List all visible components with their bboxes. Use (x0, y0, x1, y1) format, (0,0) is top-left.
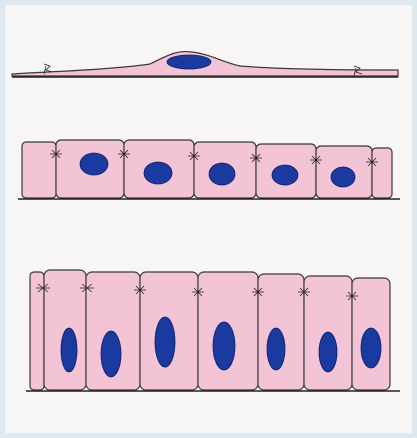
columnar-cell (44, 270, 86, 390)
squamous-nucleus (167, 55, 211, 69)
cuboidal-epithelium-row (18, 140, 400, 199)
columnar-nucleus (267, 328, 285, 370)
figure-canvas: .cyt { fill: #f2c4d6; stroke: #3a3a3a; s… (5, 5, 412, 433)
cuboidal-nucleus (209, 163, 235, 185)
columnar-nucleus (155, 317, 175, 367)
columnar-nucleus (213, 322, 235, 370)
epithelium-illustration: .cyt { fill: #f2c4d6; stroke: #3a3a3a; s… (5, 5, 412, 433)
cuboidal-nucleus (80, 153, 108, 175)
cuboidal-nucleus (331, 167, 355, 187)
cuboidal-nucleus (272, 165, 298, 185)
columnar-epithelium-row (26, 270, 400, 391)
columnar-nucleus (319, 332, 337, 372)
columnar-nucleus (101, 331, 121, 377)
columnar-nucleus (61, 328, 77, 372)
squamous-epithelium-row (12, 52, 398, 78)
cuboidal-cell (22, 142, 56, 198)
cuboidal-cell (372, 148, 392, 198)
columnar-nucleus (361, 328, 381, 368)
columnar-cell (30, 272, 44, 390)
cuboidal-nucleus (144, 162, 172, 184)
